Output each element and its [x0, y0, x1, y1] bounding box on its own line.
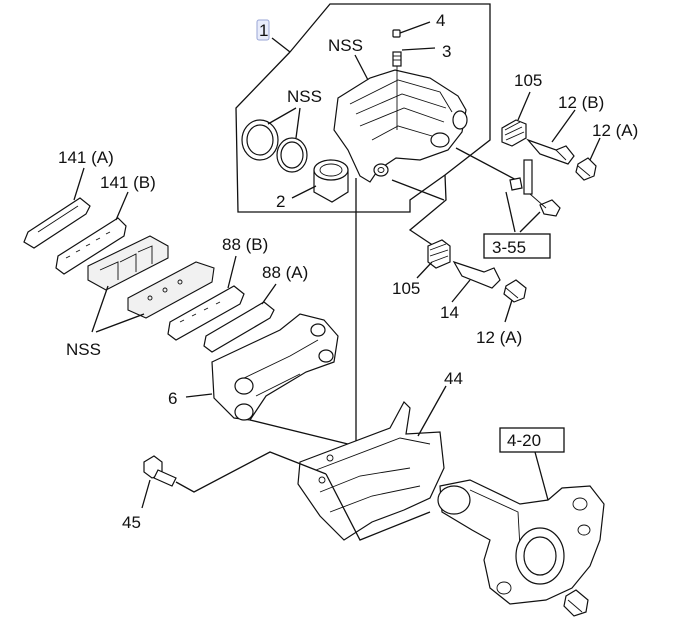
callout-141b[interactable]: 141 (B)	[100, 173, 156, 192]
piston-seal-outer[interactable]	[241, 119, 279, 161]
leader-141b	[115, 191, 129, 221]
callout-4[interactable]: 4	[436, 11, 445, 30]
callout-44[interactable]: 44	[444, 369, 463, 388]
callout-12a-bottom[interactable]: 12 (A)	[476, 328, 522, 347]
callout-14[interactable]: 14	[440, 303, 459, 322]
leader-105-top	[517, 91, 531, 121]
callout-141a[interactable]: 141 (A)	[58, 148, 114, 167]
leader-4	[399, 21, 431, 34]
bolt-12a-top[interactable]	[575, 157, 597, 181]
bleeder-screw[interactable]	[392, 51, 402, 130]
leader-14	[451, 279, 471, 303]
label-nss-caliper[interactable]: NSS	[328, 36, 363, 55]
leader-45	[141, 479, 151, 509]
leader-6	[185, 393, 213, 398]
leader-141a	[73, 167, 85, 201]
guide-pin-14[interactable]	[452, 260, 501, 289]
pad-shim-88b[interactable]	[167, 285, 245, 341]
leader-nss-pads-a	[91, 285, 109, 333]
leader-88b	[227, 255, 237, 289]
callout-12a-top[interactable]: 12 (A)	[592, 121, 638, 140]
steering-knuckle[interactable]	[437, 479, 605, 605]
knuckle-bolt[interactable]	[563, 589, 589, 617]
pad-shim-141b[interactable]	[55, 217, 127, 275]
callout-45[interactable]: 45	[122, 513, 141, 532]
callout-1[interactable]: 1	[259, 21, 268, 40]
assembly-line-bracket	[249, 419, 357, 447]
callout-3[interactable]: 3	[442, 42, 451, 61]
brake-hose-fitting[interactable]	[509, 159, 561, 217]
callout-1-highlight	[256, 19, 270, 41]
leader-3-55-b	[519, 211, 541, 233]
ref-box-3-55	[483, 233, 551, 259]
callout-6[interactable]: 6	[168, 389, 177, 408]
piston-seal-inner[interactable]	[276, 137, 308, 173]
callout-12b[interactable]: 12 (B)	[558, 93, 604, 112]
leader-4-20	[534, 451, 549, 501]
callout-105-bottom[interactable]: 105	[392, 279, 420, 298]
brake-pad-inner[interactable]	[87, 235, 169, 291]
leader-nss-pads-b	[95, 313, 145, 333]
leader-nss-caliper	[354, 54, 369, 81]
callout-88b[interactable]: 88 (B)	[222, 235, 268, 254]
guide-pin-12b[interactable]	[526, 138, 575, 165]
caliper-body[interactable]	[333, 69, 468, 183]
ref-box-4-20	[499, 427, 565, 453]
leader-2	[291, 185, 317, 199]
ref-label-4-20[interactable]: 4-20	[507, 431, 541, 450]
leader-12a-bottom	[504, 299, 513, 323]
label-nss-seals[interactable]: NSS	[287, 87, 322, 106]
leader-nss-seals-b	[295, 107, 301, 139]
leader-12b	[551, 109, 576, 143]
pin-boot-105-top[interactable]	[501, 119, 527, 147]
ref-label-3-55[interactable]: 3-55	[492, 238, 526, 257]
caliper-piston[interactable]	[313, 159, 349, 203]
leader-3	[401, 47, 436, 51]
caliper-support-bracket[interactable]	[211, 313, 339, 421]
bolt-12a-bottom[interactable]	[503, 279, 527, 303]
caliper-assembly-frame	[235, 3, 491, 213]
assembly-line-shield	[325, 473, 431, 541]
leader-105-bottom	[416, 261, 433, 279]
callout-2[interactable]: 2	[276, 192, 285, 211]
leader-bolt-45-path	[175, 451, 327, 493]
pad-shim-141a[interactable]	[23, 197, 91, 249]
assembly-line-caliper	[391, 179, 445, 201]
leader-nss-seals-a	[267, 107, 297, 125]
pin-boot-105-bottom[interactable]	[427, 239, 451, 269]
callout-105-top[interactable]: 105	[514, 71, 542, 90]
bleeder-cap[interactable]	[392, 29, 401, 38]
frame-bottom-edge	[408, 174, 447, 251]
dust-shield[interactable]	[297, 401, 445, 541]
leader-44	[417, 385, 447, 437]
callout-88a[interactable]: 88 (A)	[262, 263, 308, 282]
mounting-bolt-45[interactable]	[143, 455, 177, 487]
pin-axis-top	[455, 147, 521, 183]
leader-88a	[261, 283, 277, 305]
label-nss-pads[interactable]: NSS	[66, 340, 101, 359]
brake-pad-outer[interactable]	[127, 261, 215, 319]
leader-12a-top	[589, 137, 601, 161]
leader-3-55-a	[505, 191, 516, 233]
leader-1	[271, 37, 291, 53]
